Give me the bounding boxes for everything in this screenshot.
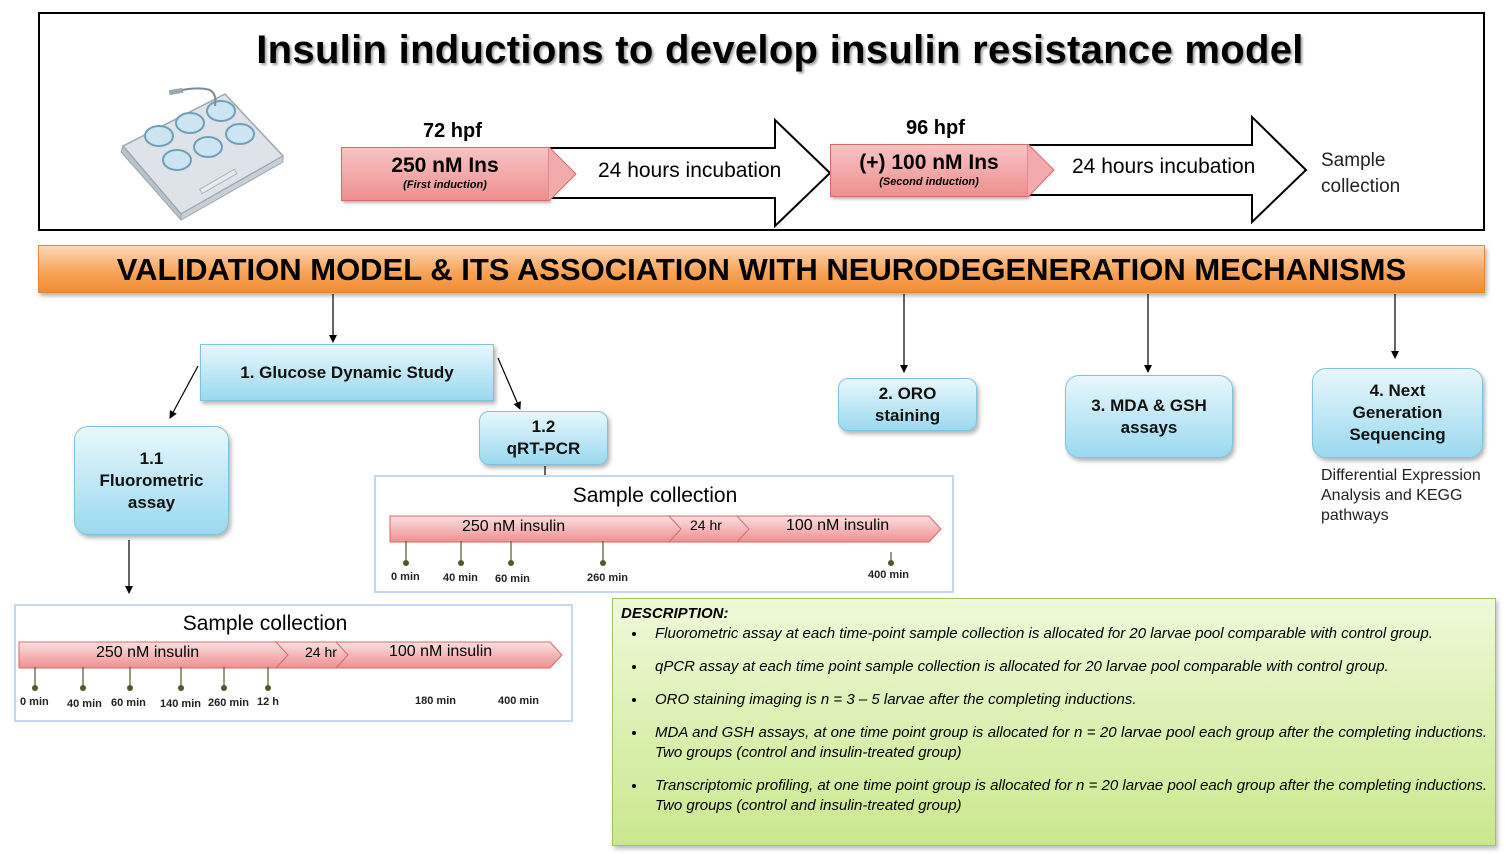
qrt-sample-collection-title: Sample collection [572,484,738,507]
step2-dose: (+) 100 nM Ins [859,151,999,174]
fluorometric-line3: assay [127,492,176,512]
fluorometric-assay-node: 1.1 Fluorometric assay [74,426,229,535]
step2-arrow [1021,115,1308,225]
description-item: MDA and GSH assays, at one time point gr… [647,723,1487,763]
step2-time-label: 96 hpf [906,117,965,139]
fluorometric-line1: 1.1 [139,448,164,468]
fluoro-tick-3: 140 min [160,698,201,710]
qrt-timeline-bar [389,515,942,543]
well-plate-icon [120,87,285,221]
step1-time-label: 72 hpf [423,120,482,142]
qrt-pcr-line2: qRT-PCR [506,439,581,458]
mda-line2: assays [1120,417,1178,437]
fluoro-timeline-bar [18,641,563,669]
fluoro-tick-0: 0 min [20,696,49,708]
fluoro-seg1-label: 250 nM insulin [96,644,200,661]
step2-chevron [1027,144,1055,197]
description-heading: DESCRIPTION: [621,605,729,622]
qrt-tick-2: 60 min [495,573,530,585]
description-item: Fluorometric assay at each time-point sa… [647,624,1487,644]
fluoro-tick-1: 40 min [67,698,102,710]
step2-induction-box: (+) 100 nM Ins (Second induction) [830,144,1028,197]
step1-chevron [548,147,577,201]
qrt-pcr-node: 1.2 qRT-PCR [479,411,608,465]
fluorometric-line2: Fluorometric [99,470,204,490]
fluoro-seg2-label: 24 hr [305,644,337,660]
qrt-tick-1: 40 min [443,572,478,584]
qrt-seg2-label: 24 hr [690,517,722,533]
step1-incubation-label: 24 hours incubation [598,159,782,182]
qrt-seg3-label: 100 nM insulin [786,517,890,534]
oro-staining-node: 2. ORO staining [838,378,977,431]
step2-incubation-label: 24 hours incubation [1072,155,1256,178]
fluoro-tick-5: 12 h [257,696,280,708]
ngs-line1: 4. Next [1369,381,1426,400]
final-sample-line1: Sample [1321,150,1386,171]
description-item: Transcriptomic profiling, at one time po… [647,776,1487,816]
step2-subtitle: (Second induction) [879,176,979,188]
qrt-pcr-line1: 1.2 [531,417,556,436]
fluoro-tick-7: 400 min [498,695,539,707]
qrt-seg1-label: 250 nM insulin [462,518,566,535]
step1-subtitle: (First induction) [403,179,487,191]
qrt-tick-0: 0 min [391,571,420,583]
fluoro-tick-2: 60 min [111,697,146,709]
description-item: ORO staining imaging is n = 3 – 5 larvae… [647,690,1487,710]
mda-gsh-node: 3. MDA & GSH assays [1065,375,1233,458]
step1-dose: 250 nM Ins [391,154,499,177]
fluoro-timeline-ticks [32,667,271,691]
qrt-tick-3: 260 min [587,572,628,584]
final-sample-line2: collection [1321,176,1401,197]
fluoro-seg3-label: 100 nM insulin [389,643,493,660]
fluoro-tick-6: 180 min [415,695,456,707]
ngs-note: Differential Expression Analysis and KEG… [1321,467,1481,524]
ngs-line3: Sequencing [1349,425,1446,444]
mda-line1: 3. MDA & GSH [1091,395,1207,415]
final-sample-collection-label: Sample collection [1321,148,1400,200]
fluoro-tick-4: 260 min [208,697,249,709]
description-panel: DESCRIPTION: Fluorometric assay at each … [612,598,1496,846]
qrt-timeline-ticks [403,541,894,566]
description-item: qPCR assay at each time point sample col… [647,657,1487,677]
ngs-node: 4. Next Generation Sequencing [1312,368,1483,458]
step1-arrow [546,118,832,229]
glucose-dynamic-study-label: 1. Glucose Dynamic Study [240,362,454,382]
glucose-dynamic-study-node: 1. Glucose Dynamic Study [200,344,494,401]
oro-line1: 2. ORO [878,383,937,403]
step1-induction-box: 250 nM Ins (First induction) [341,147,549,201]
qrt-tick-4: 400 min [868,569,909,581]
fluoro-sample-collection-title: Sample collection [182,612,348,635]
page-title: Insulin inductions to develop insulin re… [256,28,1304,72]
validation-banner: VALIDATION MODEL & ITS ASSOCIATION WITH … [38,245,1485,293]
ngs-line2: Generation [1352,403,1443,422]
oro-line2: staining [874,405,941,425]
description-list: Fluorometric assay at each time-point sa… [621,624,1487,816]
